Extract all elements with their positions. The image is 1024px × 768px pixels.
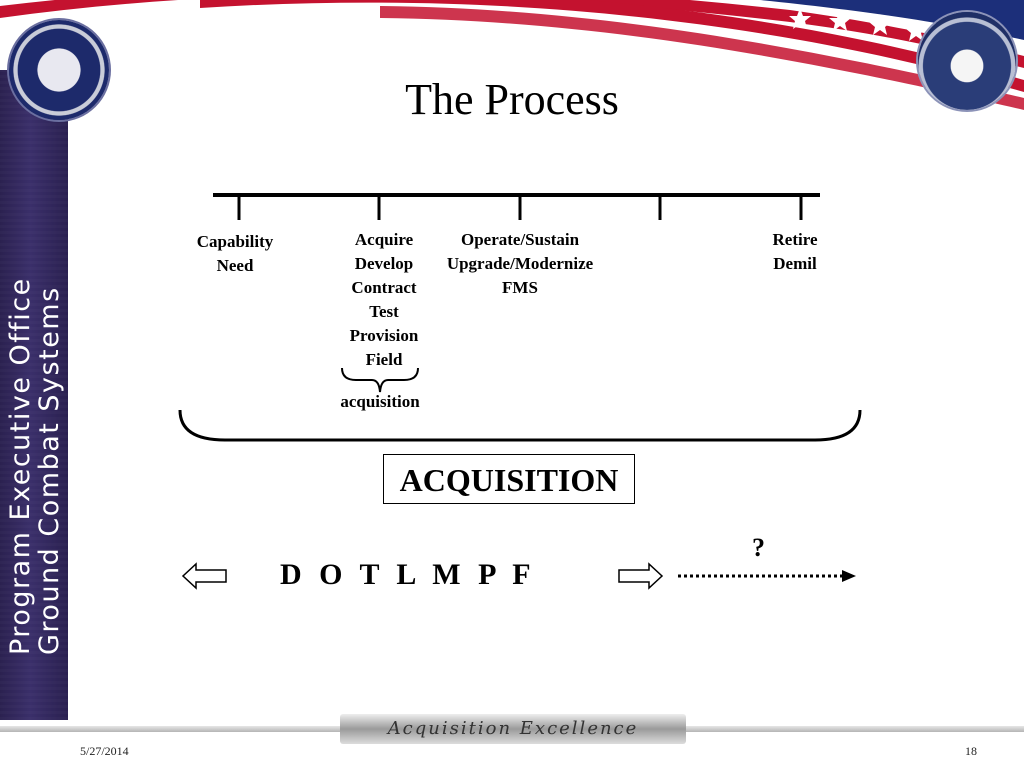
stage-text: Retire (772, 230, 818, 249)
stage-label-capability: Capability Need (170, 230, 300, 278)
stage-label-retire: Retire Demil (745, 228, 845, 276)
stage-text: Need (216, 256, 254, 275)
dotlmpf-text: D O T L M P F (280, 558, 533, 591)
stage-label-operate: Operate/Sustain Upgrade/Modernize FMS (430, 228, 610, 300)
stage-text: Contract (351, 278, 417, 297)
stage-text: Operate/Sustain (460, 230, 580, 249)
slide-title: The Process (405, 75, 619, 124)
flag-banner (0, 0, 1024, 110)
footer-banner (340, 714, 686, 744)
stage-text: Acquire (354, 230, 414, 249)
stage-text: Provision (349, 326, 419, 345)
small-brace-label: acquisition (340, 392, 420, 411)
big-brace (178, 409, 862, 442)
acquisition-box: ACQUISITION (383, 454, 635, 504)
sidebar-panel: Program Executive Office Ground Combat S… (0, 70, 68, 720)
stage-text: Test (369, 302, 399, 321)
stage-label-acquire: Acquire Develop Contract Test Provision … (319, 228, 449, 372)
small-brace (341, 367, 419, 393)
footer-banner-text: Acquisition Excellence (387, 718, 639, 739)
left-outline-arrow-icon (181, 562, 227, 590)
question-mark: ? (752, 533, 765, 562)
dotted-arrow-head-icon (842, 570, 856, 582)
stage-text: Demil (773, 254, 817, 273)
stage-text: Develop (354, 254, 414, 273)
sidebar-texture (0, 70, 68, 720)
army-secretary-seal-logo (9, 20, 109, 120)
slide-date: 5/27/2014 (80, 744, 129, 758)
stage-text: Capability (196, 232, 274, 251)
stage-text: FMS (502, 278, 538, 297)
stage-text: Field (365, 350, 403, 369)
peo-gcs-seal-logo (918, 12, 1016, 110)
right-outline-arrow-icon (618, 562, 664, 590)
page-number: 18 (965, 744, 977, 758)
stage-text: Upgrade/Modernize (446, 254, 594, 273)
